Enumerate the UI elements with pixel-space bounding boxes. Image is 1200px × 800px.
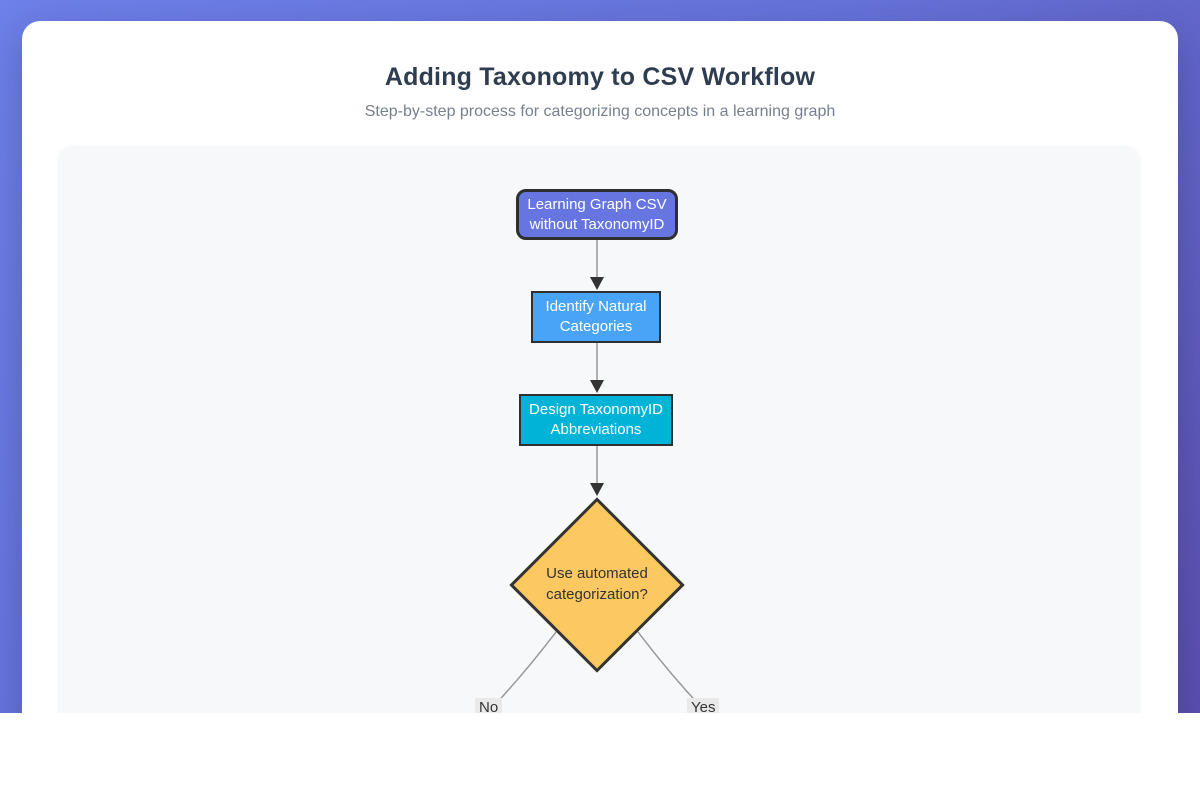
node-label-line: Abbreviations <box>550 421 642 438</box>
decision-label-line: categorization? <box>546 586 648 603</box>
branch-label-no: No <box>475 698 503 713</box>
page-header: Adding Taxonomy to CSV Workflow Step-by-… <box>22 21 1178 121</box>
content-card: Adding Taxonomy to CSV Workflow Step-by-… <box>22 21 1178 713</box>
flowchart: Learning Graph CSV without TaxonomyID Id… <box>58 146 1140 713</box>
node-design-taxonomyid-abbreviations: Design TaxonomyID Abbreviations <box>519 394 673 446</box>
node-label-line: Design TaxonomyID <box>529 401 663 418</box>
node-label-line: Identify Natural <box>545 298 647 315</box>
branch-label-yes: Yes <box>687 698 720 713</box>
node-identify-natural-categories: Identify Natural Categories <box>531 291 661 343</box>
node-label-line: Categories <box>559 318 633 335</box>
decision-label-line: Use automated <box>546 565 648 582</box>
decision-label: Use automated categorization? <box>517 563 677 605</box>
arrowhead-icon <box>590 380 604 393</box>
arrowhead-icon <box>590 483 604 496</box>
node-label-line: Learning Graph CSV <box>527 195 667 213</box>
page-subtitle: Step-by-step process for categorizing co… <box>364 103 836 120</box>
page-title: Adding Taxonomy to CSV Workflow <box>384 63 816 91</box>
page-background: Adding Taxonomy to CSV Workflow Step-by-… <box>0 0 1200 713</box>
node-label-line: without TaxonomyID <box>529 215 665 233</box>
arrowhead-icon <box>590 277 604 290</box>
node-learning-graph-csv: Learning Graph CSV without TaxonomyID <box>516 189 678 240</box>
diagram-panel: Learning Graph CSV without TaxonomyID Id… <box>58 146 1140 713</box>
